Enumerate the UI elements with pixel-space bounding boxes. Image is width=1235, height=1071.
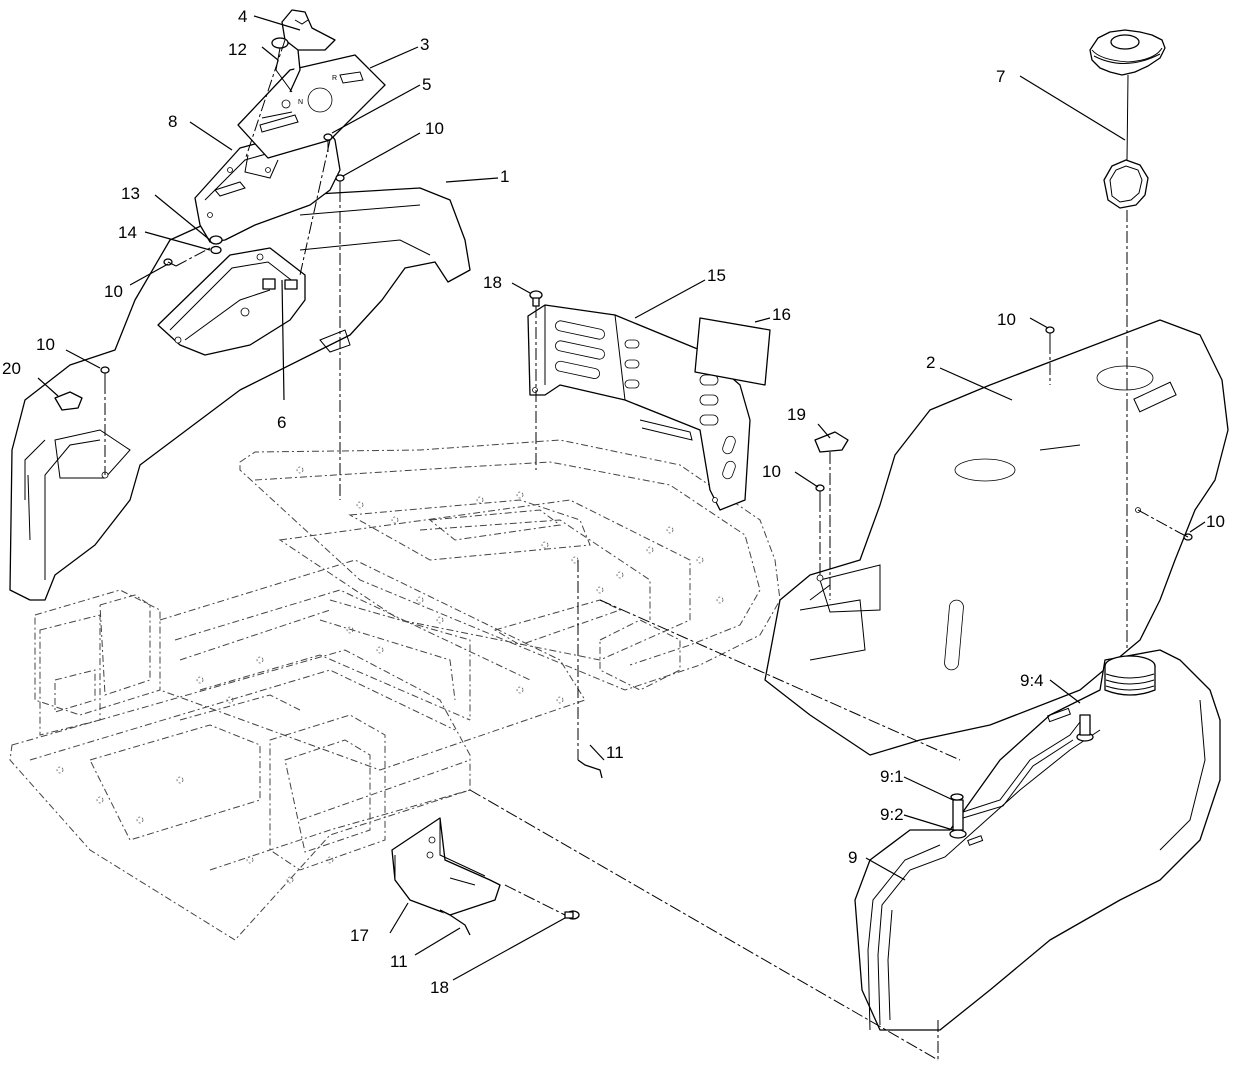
callout-14: 14 — [118, 223, 137, 242]
callout-7: 7 — [996, 67, 1005, 86]
part-13-14-bushings — [209, 235, 223, 255]
part-10-screws — [100, 174, 1193, 541]
part-15-seat-bracket — [527, 304, 751, 511]
callout-13: 13 — [121, 184, 140, 203]
callout-8: 8 — [168, 112, 177, 131]
callout-17: 17 — [350, 926, 369, 945]
frame-holes — [56, 466, 724, 884]
part-9-fuel-tank — [854, 649, 1221, 1031]
part-18-bolts — [529, 290, 580, 920]
callout-6: 6 — [277, 413, 286, 432]
plate-mark-r: R — [332, 75, 337, 82]
callout-10-right-top: 10 — [997, 310, 1016, 329]
screw-10-d — [1045, 326, 1055, 342]
callout-9-2: 9:2 — [880, 805, 904, 824]
screw-10-e — [815, 484, 825, 500]
plate-mark-n: N — [298, 99, 303, 106]
callout-3: 3 — [420, 35, 429, 54]
part-11-rods — [439, 759, 603, 936]
callout-9-4: 9:4 — [1020, 671, 1044, 690]
callout-10-left: 10 — [104, 282, 123, 301]
part-17-bracket — [391, 817, 501, 916]
part-2-right-fender — [764, 319, 1229, 756]
callout-10-top: 10 — [425, 119, 444, 138]
callout-11-lower: 11 — [390, 952, 408, 971]
part-6-clip — [262, 278, 298, 290]
callout-16: 16 — [772, 305, 791, 324]
screw-10-b — [163, 258, 177, 267]
callout-10-mid: 10 — [762, 462, 781, 481]
callout-10-right: 10 — [1206, 512, 1225, 531]
callout-5: 5 — [422, 75, 431, 94]
callout-labels: 1 2 3 4 5 6 7 8 9 9:1 9:2 9:4 10 10 10 1… — [2, 7, 1225, 997]
part-20-pad — [54, 391, 83, 411]
callout-18-upper: 18 — [483, 273, 502, 292]
callout-15: 15 — [707, 266, 726, 285]
callout-19: 19 — [787, 405, 806, 424]
callout-4: 4 — [238, 7, 247, 26]
callout-1: 1 — [500, 167, 509, 186]
callout-9-1: 9:1 — [880, 767, 904, 786]
callout-2: 2 — [926, 353, 935, 372]
callout-10-far-left: 10 — [36, 335, 55, 354]
screw-10-c — [100, 366, 110, 382]
callout-20: 20 — [2, 359, 21, 378]
part-16-decal — [694, 317, 771, 386]
callout-9: 9 — [848, 848, 857, 867]
screw-10-f — [1179, 532, 1193, 541]
part-7-fuel-cap — [1089, 29, 1166, 209]
callout-12: 12 — [228, 40, 247, 59]
callout-18-lower: 18 — [430, 978, 449, 997]
assembly-centerlines — [104, 39, 1181, 1061]
part-19-pad — [814, 431, 849, 453]
part-3-shift-plate: N R — [237, 54, 386, 159]
part-1-left-fender-console — [9, 187, 471, 601]
callout-11-upper: 11 — [606, 743, 624, 762]
leader-lines — [37, 15, 1206, 981]
screw-10-a — [335, 174, 345, 190]
part-4-lever-knob — [281, 9, 336, 93]
part-12-knob — [271, 37, 293, 93]
